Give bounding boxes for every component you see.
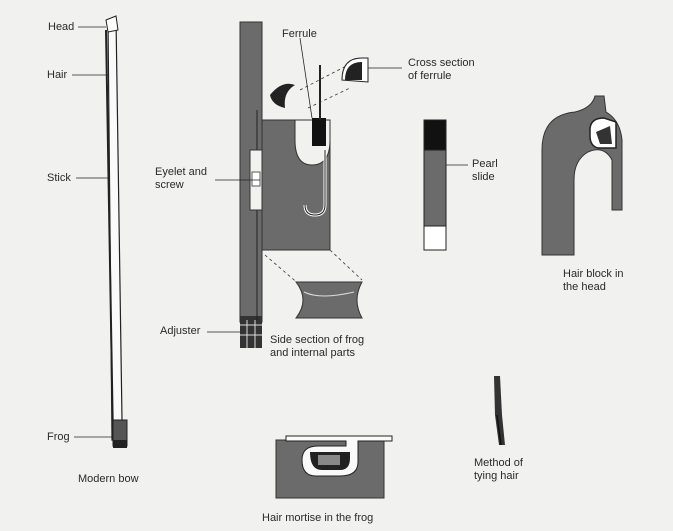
label-hair-block-head: Hair block in the head <box>563 268 624 293</box>
label-stick: Stick <box>47 172 71 184</box>
label-ferrule: Ferrule <box>282 28 317 40</box>
label-eyelet-screw: Eyelet and screw <box>155 166 207 191</box>
label-cross-section-ferrule: Cross section of ferrule <box>408 57 475 82</box>
label-method-tying-hair: Method of tying hair <box>474 457 523 482</box>
label-hair-mortise-frog: Hair mortise in the frog <box>262 512 374 524</box>
hair-block-head <box>541 95 623 256</box>
pearl-slide <box>423 119 468 251</box>
label-hair: Hair <box>47 69 68 81</box>
tying-hair <box>494 376 505 446</box>
label-pearl-slide: Pearl slide <box>472 158 498 183</box>
modern-bow-illustration <box>72 15 128 448</box>
label-side-section-frog: Side section of frog and internal parts <box>270 334 365 359</box>
frog-side-section <box>207 21 402 348</box>
label-adjuster: Adjuster <box>160 325 201 337</box>
label-head: Head <box>48 21 75 33</box>
label-frog: Frog <box>47 431 70 443</box>
label-modern-bow: Modern bow <box>78 473 139 485</box>
hair-mortise <box>275 435 393 499</box>
